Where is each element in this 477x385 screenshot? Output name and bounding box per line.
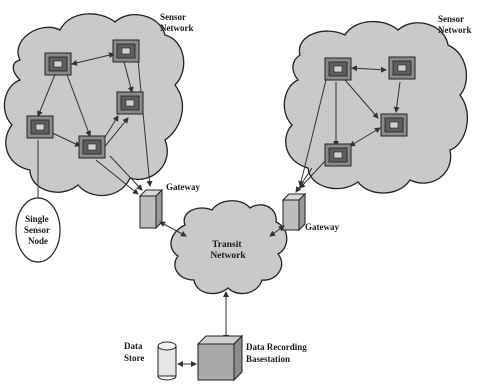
label-sensor-network-right: Sensor Network xyxy=(438,14,472,35)
left-network-links xyxy=(37,52,153,195)
sensor-network-cloud-left xyxy=(3,13,185,197)
sensor-node xyxy=(78,135,106,159)
label-sensor-network-left: Sensor Network xyxy=(160,12,194,33)
sensor-node xyxy=(388,56,416,80)
gateway-right xyxy=(281,192,307,232)
label-gateway-left: Gateway xyxy=(166,182,200,192)
sensor-node xyxy=(324,143,352,167)
basestation-box xyxy=(196,334,244,382)
label-gateway-right: Gateway xyxy=(305,222,339,232)
label-data-store: Data Store xyxy=(124,341,145,363)
sensor-network-cloud-right xyxy=(283,20,469,194)
gateway-transit-links xyxy=(159,221,285,367)
right-network-links xyxy=(295,65,401,193)
label-data-recording-basestation: Data Recording Basestation xyxy=(246,342,309,364)
label-transit-network: Transit Network xyxy=(210,240,246,261)
sensor-node xyxy=(116,91,144,115)
sensor-node xyxy=(112,39,140,63)
label-single-sensor-node: Single Sensor Node xyxy=(24,214,52,246)
transit-network-cloud xyxy=(170,200,288,295)
sensor-node xyxy=(26,115,54,139)
sensor-node xyxy=(380,113,408,137)
data-store-cylinder xyxy=(157,341,177,381)
single-sensor-node xyxy=(15,140,61,263)
sensor-node xyxy=(324,57,352,81)
sensor-node xyxy=(44,52,72,76)
gateway-left xyxy=(138,188,164,230)
